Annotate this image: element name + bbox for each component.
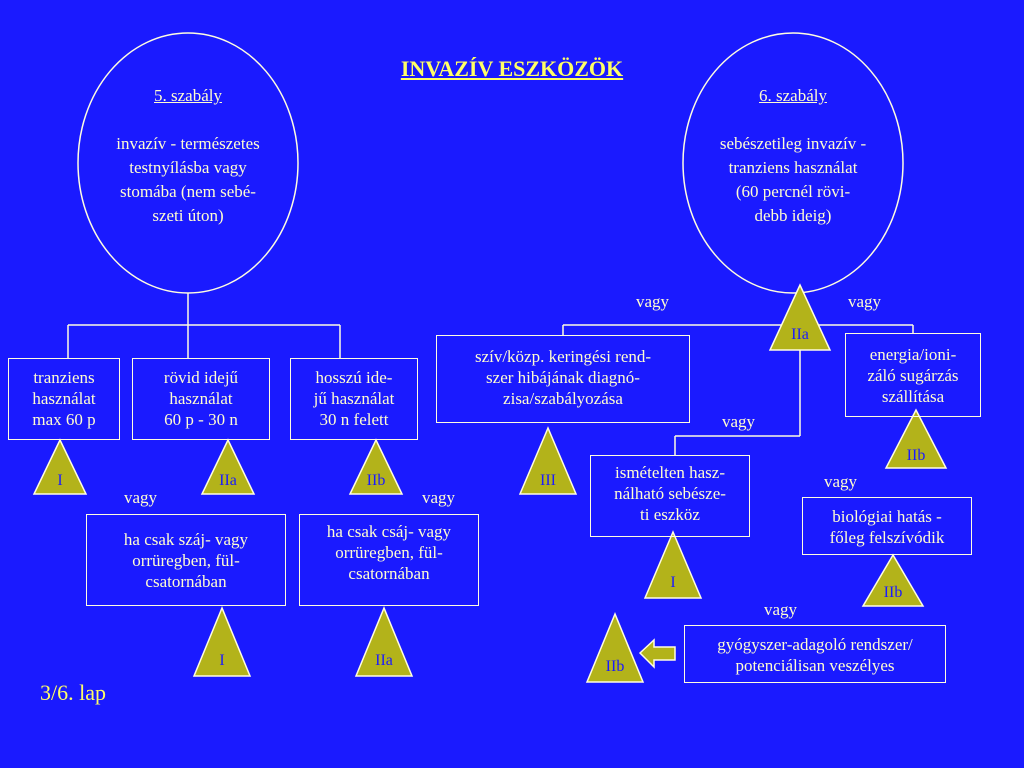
transient-use-box: tranziens használat max 60 p (8, 358, 120, 440)
class-triangle (585, 612, 645, 683)
class-label: I (219, 652, 225, 669)
box-line: ha csak csáj- vagy (326, 522, 452, 541)
reusable-surgical-box: ismételten hasz- nálható sebésze- ti esz… (590, 455, 750, 537)
box-line: 30 n felett (319, 410, 389, 429)
box-line: ha csak száj- vagy (123, 530, 249, 549)
rule6-ellipse (682, 32, 904, 294)
class-label: IIb (605, 658, 625, 675)
box-line: orrüregben, fül- (132, 551, 240, 570)
page-number: 3/6. lap (40, 680, 106, 705)
box-line: használat (32, 389, 96, 408)
rule5-heading: 5. szabály (154, 86, 222, 105)
box-line: zisa/szabályozása (503, 389, 623, 408)
box-line: főleg felszívódik (829, 528, 945, 547)
class-label: IIa (375, 652, 393, 669)
box-line: energia/ioni- (869, 345, 957, 364)
rule5-line: invazív - természetes (116, 134, 260, 153)
box-line: tranziens (33, 368, 95, 387)
box-line: csatornában (145, 572, 227, 591)
class-triangle (32, 438, 88, 495)
biological-effect-box: biológiai hatás - főleg felszívódik (802, 497, 972, 555)
class-triangle (518, 426, 578, 495)
class-triangle (354, 606, 414, 677)
class-label: I (57, 472, 63, 489)
or-label: vagy (422, 488, 456, 507)
or-label: vagy (124, 488, 158, 507)
box-line: szív/közp. keringési rend- (474, 347, 652, 366)
or-label: vagy (824, 472, 858, 491)
box-line: ti eszköz (640, 505, 700, 524)
box-line: rövid idejű (163, 368, 239, 387)
rule6-line: sebészetileg invazív - (719, 134, 867, 153)
long-term-use-box: hosszú ide- jű használat 30 n felett (290, 358, 418, 440)
box-line: jű használat (313, 389, 395, 408)
box-line: hosszú ide- (315, 368, 393, 387)
class-triangle (200, 438, 256, 495)
box-line: nálható sebésze- (614, 484, 726, 503)
energy-radiation-box: energia/ioni- záló sugárzás szállítása (845, 333, 981, 417)
rule5-text: 5. szabály invazív - természetes testnyí… (80, 84, 296, 228)
box-line: max 60 p (32, 410, 96, 429)
box-line: orrüregben, fül- (335, 543, 443, 562)
class-label: IIa (219, 472, 237, 489)
class-label: IIa (791, 326, 809, 343)
box-line: záló sugárzás (867, 366, 959, 385)
class-label: I (670, 574, 676, 591)
or-label: vagy (722, 412, 756, 431)
short-term-use-box: rövid idejű használat 60 p - 30 n (132, 358, 270, 440)
box-line: gyógyszer-adagoló rendszer/ (717, 635, 913, 654)
oral-nasal-box-2: ha csak csáj- vagy orrüregben, fül- csat… (299, 514, 479, 606)
heart-circulation-box: szív/közp. keringési rend- szer hibájána… (436, 335, 690, 423)
class-triangle (643, 530, 703, 599)
rule5-line: testnyílásba vagy (129, 158, 247, 177)
rule5-line: stomába (nem sebé- (120, 182, 256, 201)
box-line: potenciálisan veszélyes (735, 656, 895, 675)
rule5-line: szeti úton) (152, 206, 224, 225)
left-arrow-icon (638, 638, 676, 669)
class-label: IIb (906, 447, 926, 464)
rule6-heading: 6. szabály (759, 86, 827, 105)
page-title: INVAZÍV ESZKÖZÖK (400, 56, 624, 81)
box-line: csatornában (348, 564, 430, 583)
rule6-line: tranziens használat (728, 158, 858, 177)
box-line: biológiai hatás - (832, 507, 942, 526)
class-triangle (861, 553, 925, 607)
rule6-line: (60 percnél rövi- (735, 182, 851, 201)
box-line: 60 p - 30 n (164, 410, 238, 429)
class-triangle (884, 408, 948, 469)
class-triangle (768, 283, 832, 351)
or-label: vagy (636, 292, 670, 311)
drug-delivery-box: gyógyszer-adagoló rendszer/ potenciálisa… (684, 625, 946, 683)
box-line: használat (169, 389, 233, 408)
box-line: szer hibájának diagnó- (486, 368, 640, 387)
class-label: IIb (366, 472, 386, 489)
class-label: III (540, 472, 556, 489)
box-line: szállítása (881, 387, 945, 406)
rule6-text: 6. szabály sebészetileg invazív - tranzi… (683, 84, 903, 228)
class-triangle (348, 438, 404, 495)
rule6-line: debb ideig) (754, 206, 832, 225)
class-label: IIb (883, 584, 903, 601)
class-triangle (192, 606, 252, 677)
oral-nasal-box-1: ha csak száj- vagy orrüregben, fül- csat… (86, 514, 286, 606)
or-label: vagy (848, 292, 882, 311)
or-label: vagy (764, 600, 798, 619)
box-line: ismételten hasz- (615, 463, 725, 482)
